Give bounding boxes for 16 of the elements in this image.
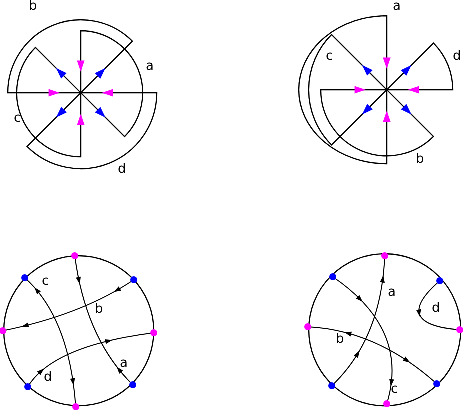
arc-label: a [146, 60, 154, 74]
arc-label: d [432, 302, 440, 316]
arc-label: d [118, 163, 126, 177]
arc-label: b [336, 333, 344, 347]
arc-label: c [326, 50, 334, 64]
arc-label: a [393, 0, 401, 14]
arc-label: c [391, 383, 398, 397]
arc-label: b [416, 153, 424, 167]
arc-label: a [120, 357, 128, 371]
arc-label: d [453, 50, 462, 64]
arc-label: d [44, 371, 52, 385]
arc-label: b [29, 0, 38, 14]
arc-label: b [95, 303, 104, 317]
arc-label: c [42, 275, 50, 289]
arc-label: a [388, 286, 396, 300]
arc-label: c [14, 112, 22, 126]
